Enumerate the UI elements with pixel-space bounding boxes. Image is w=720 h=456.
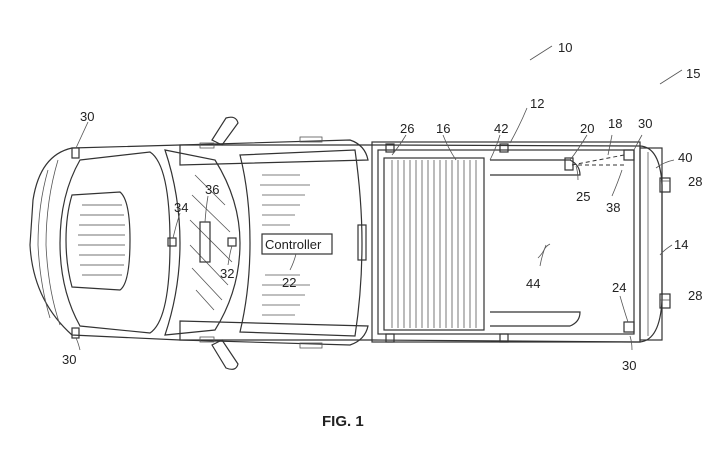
label-tailgate-edge: 40 [678, 150, 692, 165]
figure-caption: FIG. 1 [322, 413, 364, 430]
label-bed-sensor: 25 [576, 189, 590, 204]
label-camera: 34 [174, 200, 188, 215]
label-tailgate-sensor: 18 [608, 116, 622, 131]
label-rail: 42 [494, 121, 508, 136]
label-vehicle: 10 [558, 40, 572, 55]
controller-box-label: Controller [265, 237, 322, 252]
label-sensor-lower: 24 [612, 280, 626, 295]
label-field-of-view: 38 [606, 200, 620, 215]
label-tonneau: 16 [436, 121, 450, 136]
label-sensor-rear: 20 [580, 121, 594, 136]
label-cargo-area: 44 [526, 276, 540, 291]
label-corner-light-front-right: 30 [62, 352, 76, 367]
label-tail-lamp-top: 28 [688, 174, 702, 189]
leader-lines [76, 46, 682, 350]
label-corner-light-front-left: 30 [80, 109, 94, 124]
label-controller: 22 [282, 275, 296, 290]
label-input: 32 [220, 266, 234, 281]
label-system: 15 [686, 66, 700, 81]
label-tailgate: 14 [674, 237, 688, 252]
label-bed: 12 [530, 96, 544, 111]
label-corner-light-rear-right: 30 [638, 116, 652, 131]
label-tail-lamp-bottom: 28 [688, 288, 702, 303]
label-sensor-front: 26 [400, 121, 414, 136]
label-display: 36 [205, 182, 219, 197]
label-corner-light-rear-left: 30 [622, 358, 636, 373]
